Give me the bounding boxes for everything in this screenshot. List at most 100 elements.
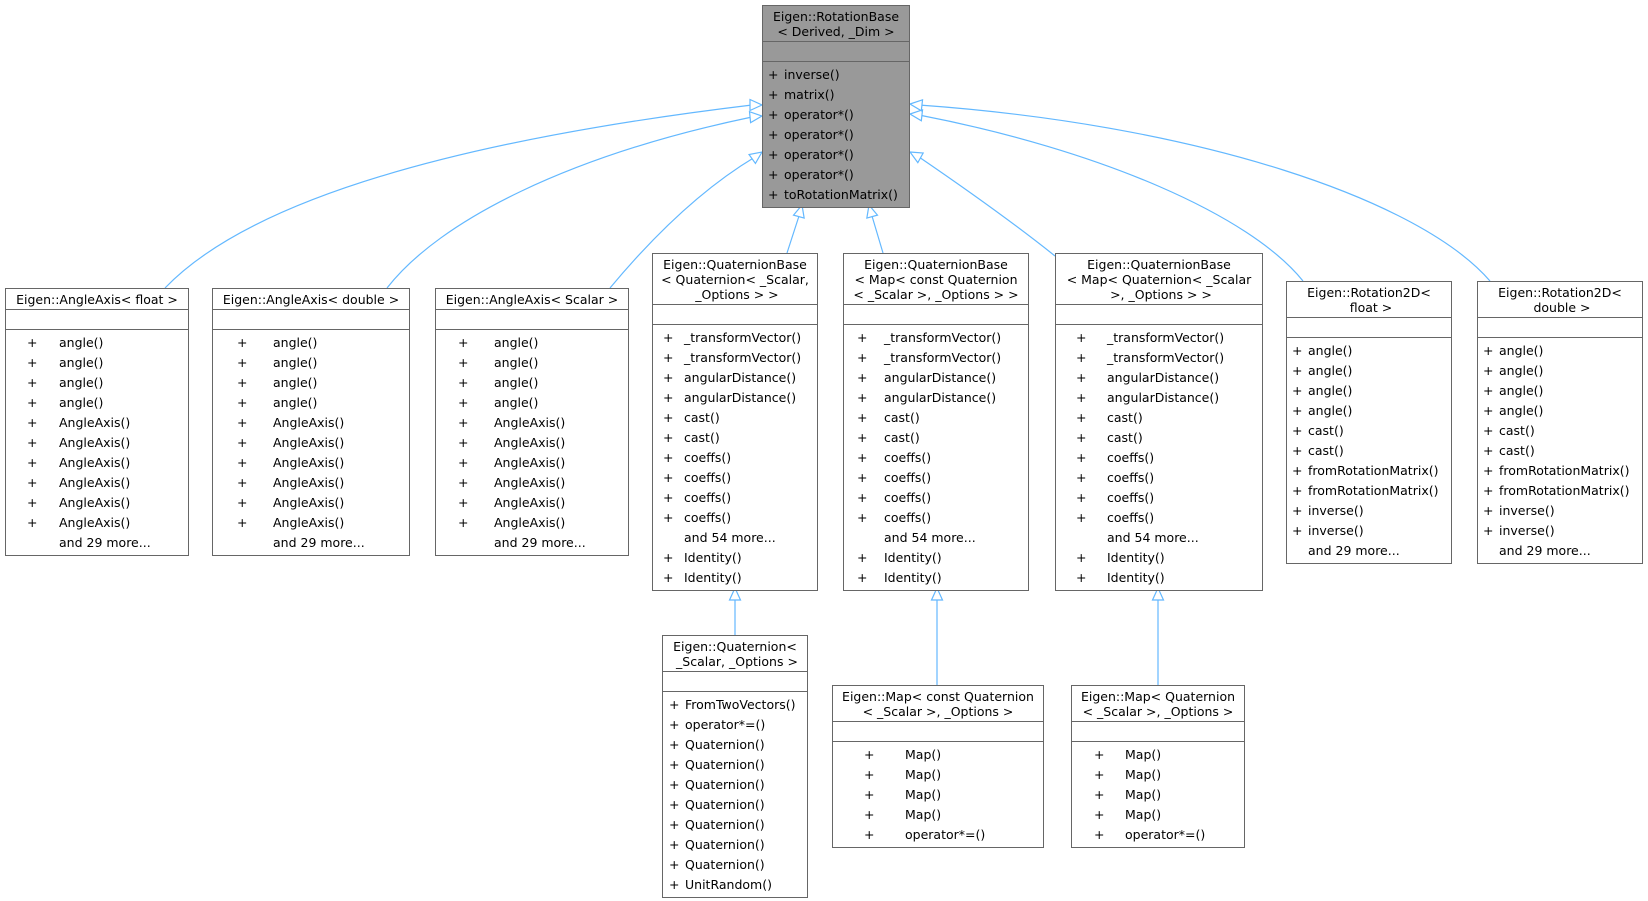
member-name[interactable]: Identity()	[1107, 550, 1165, 565]
member-name[interactable]: inverse()	[1499, 503, 1555, 518]
class-node-quatbase-map[interactable]: Eigen::QuaternionBase < Map< Quaternion<…	[1055, 253, 1263, 591]
member-name[interactable]: _transformVector()	[884, 350, 1002, 365]
member-name[interactable]: and 54 more...	[884, 530, 976, 545]
member-name[interactable]: angle()	[59, 335, 104, 350]
member-name[interactable]: Map()	[1125, 747, 1162, 762]
member-name[interactable]: angle()	[1308, 383, 1353, 398]
member-name[interactable]: AngleAxis()	[494, 455, 566, 470]
member-name[interactable]: Map()	[1125, 767, 1162, 782]
member-name[interactable]: Identity()	[884, 570, 942, 585]
member-name[interactable]: AngleAxis()	[273, 495, 345, 510]
class-node-quatbase-map-const[interactable]: Eigen::QuaternionBase < Map< const Quate…	[843, 253, 1029, 591]
member-name[interactable]: angle()	[1499, 363, 1544, 378]
member-name[interactable]: angle()	[59, 395, 104, 410]
member-name[interactable]: angle()	[1308, 363, 1353, 378]
member-name[interactable]: fromRotationMatrix()	[1499, 463, 1630, 478]
member-name[interactable]: AngleAxis()	[273, 455, 345, 470]
member-name[interactable]: AngleAxis()	[494, 515, 566, 530]
member-name[interactable]: angle()	[1499, 343, 1544, 358]
member-name[interactable]: cast()	[1107, 410, 1143, 425]
class-node-angleaxis-double[interactable]: Eigen::AngleAxis< double >+angle()+angle…	[212, 288, 410, 556]
member-name[interactable]: Identity()	[1107, 570, 1165, 585]
member-name[interactable]: and 29 more...	[494, 535, 586, 550]
member-name[interactable]: inverse()	[1499, 523, 1555, 538]
member-name[interactable]: Quaternion()	[685, 777, 765, 792]
member-name[interactable]: cast()	[684, 410, 720, 425]
member-name[interactable]: angularDistance()	[1107, 370, 1220, 385]
member-name[interactable]: Quaternion()	[685, 817, 765, 832]
member-name[interactable]: AngleAxis()	[59, 495, 131, 510]
member-name[interactable]: and 29 more...	[1308, 543, 1400, 558]
class-node-angleaxis-float[interactable]: Eigen::AngleAxis< float >+angle()+angle(…	[5, 288, 189, 556]
member-name[interactable]: inverse()	[1308, 523, 1364, 538]
member-name[interactable]: AngleAxis()	[59, 515, 131, 530]
member-name[interactable]: coeffs()	[1107, 470, 1155, 485]
member-name[interactable]: operator*()	[784, 127, 854, 142]
member-name[interactable]: operator*()	[784, 147, 854, 162]
member-name[interactable]: Map()	[905, 787, 942, 802]
member-name[interactable]: angle()	[273, 335, 318, 350]
member-name[interactable]: and 54 more...	[1107, 530, 1199, 545]
member-name[interactable]: and 29 more...	[59, 535, 151, 550]
member-name[interactable]: Quaternion()	[685, 757, 765, 772]
member-name[interactable]: _transformVector()	[1107, 330, 1225, 345]
member-name[interactable]: angle()	[59, 355, 104, 370]
member-name[interactable]: cast()	[884, 430, 920, 445]
class-node-angleaxis-scalar[interactable]: Eigen::AngleAxis< Scalar >+angle()+angle…	[435, 288, 629, 556]
member-name[interactable]: coeffs()	[884, 470, 932, 485]
member-name[interactable]: coeffs()	[884, 510, 932, 525]
member-name[interactable]: cast()	[1308, 423, 1344, 438]
member-name[interactable]: angle()	[1499, 403, 1544, 418]
class-node-map-const-quaternion[interactable]: Eigen::Map< const Quaternion < _Scalar >…	[832, 685, 1044, 848]
member-name[interactable]: operator*=()	[905, 827, 986, 842]
member-name[interactable]: angle()	[273, 375, 318, 390]
member-name[interactable]: AngleAxis()	[273, 415, 345, 430]
member-name[interactable]: Quaternion()	[685, 857, 765, 872]
member-name[interactable]: coeffs()	[684, 470, 732, 485]
member-name[interactable]: coeffs()	[884, 490, 932, 505]
member-name[interactable]: inverse()	[1308, 503, 1364, 518]
member-name[interactable]: operator*()	[784, 167, 854, 182]
member-name[interactable]: UnitRandom()	[685, 877, 772, 892]
member-name[interactable]: _transformVector()	[884, 330, 1002, 345]
member-name[interactable]: angle()	[273, 395, 318, 410]
member-name[interactable]: AngleAxis()	[59, 455, 131, 470]
member-name[interactable]: Map()	[905, 767, 942, 782]
member-name[interactable]: AngleAxis()	[494, 435, 566, 450]
member-name[interactable]: operator*()	[784, 107, 854, 122]
member-name[interactable]: fromRotationMatrix()	[1308, 483, 1439, 498]
class-node-rotation2d-float[interactable]: Eigen::Rotation2D< float >+angle()+angle…	[1286, 281, 1452, 564]
member-name[interactable]: angularDistance()	[1107, 390, 1220, 405]
member-name[interactable]: _transformVector()	[684, 330, 802, 345]
member-name[interactable]: angle()	[1308, 343, 1353, 358]
member-name[interactable]: and 54 more...	[684, 530, 776, 545]
member-name[interactable]: AngleAxis()	[273, 435, 345, 450]
member-name[interactable]: operator*=()	[1125, 827, 1206, 842]
member-name[interactable]: angularDistance()	[884, 370, 997, 385]
member-name[interactable]: Map()	[1125, 787, 1162, 802]
member-name[interactable]: angularDistance()	[884, 390, 997, 405]
member-name[interactable]: AngleAxis()	[494, 415, 566, 430]
member-name[interactable]: Map()	[905, 747, 942, 762]
member-name[interactable]: and 29 more...	[273, 535, 365, 550]
member-name[interactable]: angle()	[1308, 403, 1353, 418]
member-name[interactable]: matrix()	[784, 87, 835, 102]
member-name[interactable]: Map()	[905, 807, 942, 822]
member-name[interactable]: fromRotationMatrix()	[1308, 463, 1439, 478]
member-name[interactable]: operator*=()	[685, 717, 766, 732]
member-name[interactable]: coeffs()	[884, 450, 932, 465]
member-name[interactable]: coeffs()	[684, 450, 732, 465]
member-name[interactable]: cast()	[1107, 430, 1143, 445]
member-name[interactable]: angle()	[273, 355, 318, 370]
member-name[interactable]: angle()	[494, 395, 539, 410]
member-name[interactable]: Identity()	[884, 550, 942, 565]
member-name[interactable]: AngleAxis()	[494, 495, 566, 510]
member-name[interactable]: Map()	[1125, 807, 1162, 822]
class-node-rotation2d-double[interactable]: Eigen::Rotation2D< double >+angle()+angl…	[1477, 281, 1643, 564]
member-name[interactable]: fromRotationMatrix()	[1499, 483, 1630, 498]
member-name[interactable]: and 29 more...	[1499, 543, 1591, 558]
member-name[interactable]: angularDistance()	[684, 390, 797, 405]
class-node-map-quaternion[interactable]: Eigen::Map< Quaternion < _Scalar >, _Opt…	[1071, 685, 1245, 848]
member-name[interactable]: AngleAxis()	[59, 415, 131, 430]
member-name[interactable]: _transformVector()	[1107, 350, 1225, 365]
